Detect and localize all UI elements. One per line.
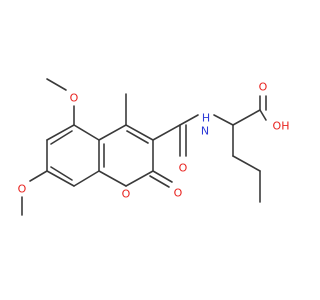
bond: [125, 170, 154, 187]
bond: [73, 170, 100, 187]
chemical-structure-diagram: O O O O O N H O OH: [18, 78, 290, 216]
hydroxyl-group-label: OH: [273, 120, 290, 133]
oxygen-atom-label: O: [122, 188, 131, 201]
oxygen-atom-label: O: [18, 183, 27, 196]
oxygen-atom-label: O: [179, 162, 188, 175]
bond: [73, 124, 100, 141]
oxygen-atom-label: O: [259, 81, 268, 94]
bond: [46, 170, 75, 187]
hydrogen-atom-label: H: [202, 112, 210, 125]
bond: [179, 114, 199, 126]
nitrogen-atom-label: N: [201, 125, 209, 138]
oxygen-atom-label: O: [70, 92, 79, 105]
bond: [232, 109, 261, 126]
bond: [149, 175, 170, 188]
bond: [46, 124, 75, 141]
bond: [126, 130, 149, 144]
bond: [232, 155, 261, 172]
bond-layer: [21, 78, 267, 216]
bond: [50, 130, 73, 145]
oxygen-atom-label: O: [174, 187, 183, 200]
bond: [259, 109, 267, 121]
bond: [98, 170, 127, 187]
bond: [213, 114, 234, 126]
bond: [29, 170, 48, 182]
bond: [50, 166, 73, 181]
bond: [152, 170, 173, 183]
bond: [125, 124, 154, 141]
bond: [98, 124, 127, 141]
bond: [152, 124, 181, 141]
atom-label-layer: O O O O O N H O OH: [18, 81, 290, 201]
bond: [46, 78, 67, 91]
